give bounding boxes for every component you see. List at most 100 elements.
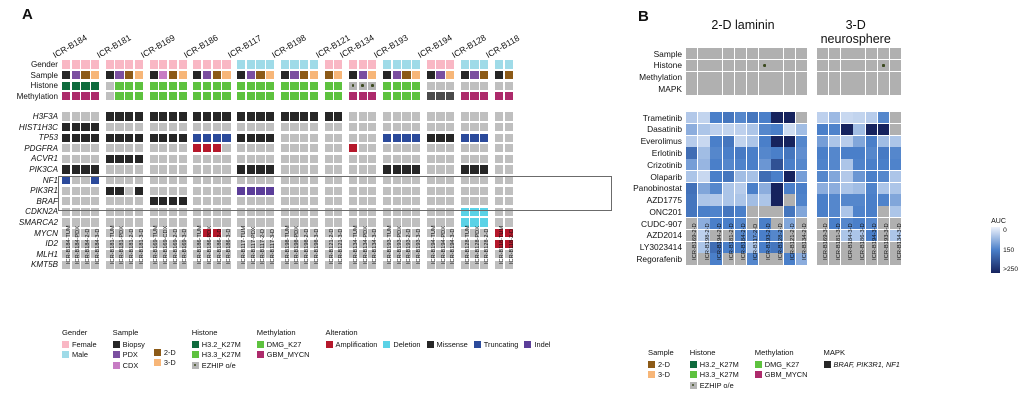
cell-group [237,175,276,185]
auc-cell [686,112,698,124]
cell-group [348,60,378,69]
cell-group [237,81,276,90]
matrix-cell [309,250,318,259]
legend-item: GBM_MYCN [256,350,310,359]
matrix-cell [460,197,469,206]
matrix-cell [480,144,489,153]
cell-group [348,112,378,121]
legend-label: Indel [534,339,551,349]
matrix-cell [280,92,289,101]
matrix-cell [470,154,479,163]
auc-cell [698,135,710,147]
auc-cell [841,112,853,124]
matrix-cell [382,60,392,69]
matrix-cell [81,144,90,153]
matrix-cell [368,218,377,227]
auc-cell [829,206,841,218]
matrix-cell [334,112,343,121]
cell-group [460,175,490,185]
matrix-cell [358,165,367,174]
matrix-cell [334,71,343,80]
matrix-cell [246,60,255,69]
matrix-cell [149,165,158,174]
matrix-cell [125,123,134,132]
matrix-cell [460,81,469,90]
row-label: Trametinib [642,112,682,123]
legend-label: CDX [122,360,139,370]
annotation-cell [686,59,698,71]
row-label: Gender [31,60,58,69]
column-label: ICR-B117-3-D [270,228,276,264]
matrix-cell [246,144,255,153]
matrix-cell [105,197,114,206]
cell-group [193,92,232,101]
cell-group [149,239,189,248]
matrix-cell [178,197,187,206]
matrix-cell [125,250,134,259]
auc-cell [816,194,829,206]
matrix-cell [134,154,143,163]
column-label: ICR-B134-3-D [372,228,379,264]
matrix-cell [436,81,445,90]
row-label: Histone [653,60,682,71]
matrix-cell [290,228,299,238]
matrix-cell [426,81,435,90]
matrix-cell [309,197,318,206]
matrix-cell [470,92,479,101]
auc-cell [853,182,865,194]
cell-group [324,228,344,238]
column-label: ICR-B128-2-D [484,228,491,264]
matrix-cell [309,92,318,101]
matrix-cell [246,92,255,101]
auc-cell [746,218,759,230]
annotation-cell [759,83,771,95]
matrix-cell [480,186,489,195]
column-label: ICR-B194-2-D [716,223,723,260]
matrix-cell [358,71,367,80]
matrix-cell [237,239,246,248]
row-label: NF1 [42,175,58,185]
matrix-cell [134,165,143,174]
annotation-cell [686,48,698,60]
matrix-cell [368,60,377,69]
annotation-cell [722,71,734,83]
matrix-cell [202,154,212,163]
cell-group [62,175,101,185]
matrix-cell [290,207,299,216]
matrix-cell [334,218,343,227]
matrix-cell [368,144,377,153]
column-label: ICR-B198-PDX [294,226,301,264]
auc-cell [795,253,808,265]
cell-group [62,165,101,174]
matrix-cell [348,71,358,80]
matrix-cell [334,260,343,269]
matrix-cell [358,260,367,269]
matrix-cell [300,112,309,121]
drug-row-Erlotinib: Erlotinib [620,147,902,159]
cell-group [193,123,232,132]
auc-cell [890,159,902,171]
row-label: ACVR1 [31,154,58,164]
matrix-cell [266,123,275,132]
matrix-cell [222,92,231,101]
matrix-cell [71,207,80,216]
legend-item: 3-D [153,358,176,367]
matrix-cell [193,154,202,163]
matrix-cell [237,260,246,269]
matrix-cell [134,218,143,227]
matrix-cell [280,81,289,90]
annotation-cell [795,48,808,60]
matrix-cell [334,133,343,142]
legend-item: H3.2_K27M [191,340,241,349]
auc-cell [853,159,865,171]
matrix-cell [178,175,187,185]
matrix-cell [358,218,367,227]
matrix-cell [392,260,401,269]
matrix-cell [71,71,80,80]
matrix-cell [125,154,134,163]
matrix-cell [256,197,265,206]
auc-cell [771,147,783,159]
matrix-cell [382,228,392,238]
matrix-cell [412,92,421,101]
